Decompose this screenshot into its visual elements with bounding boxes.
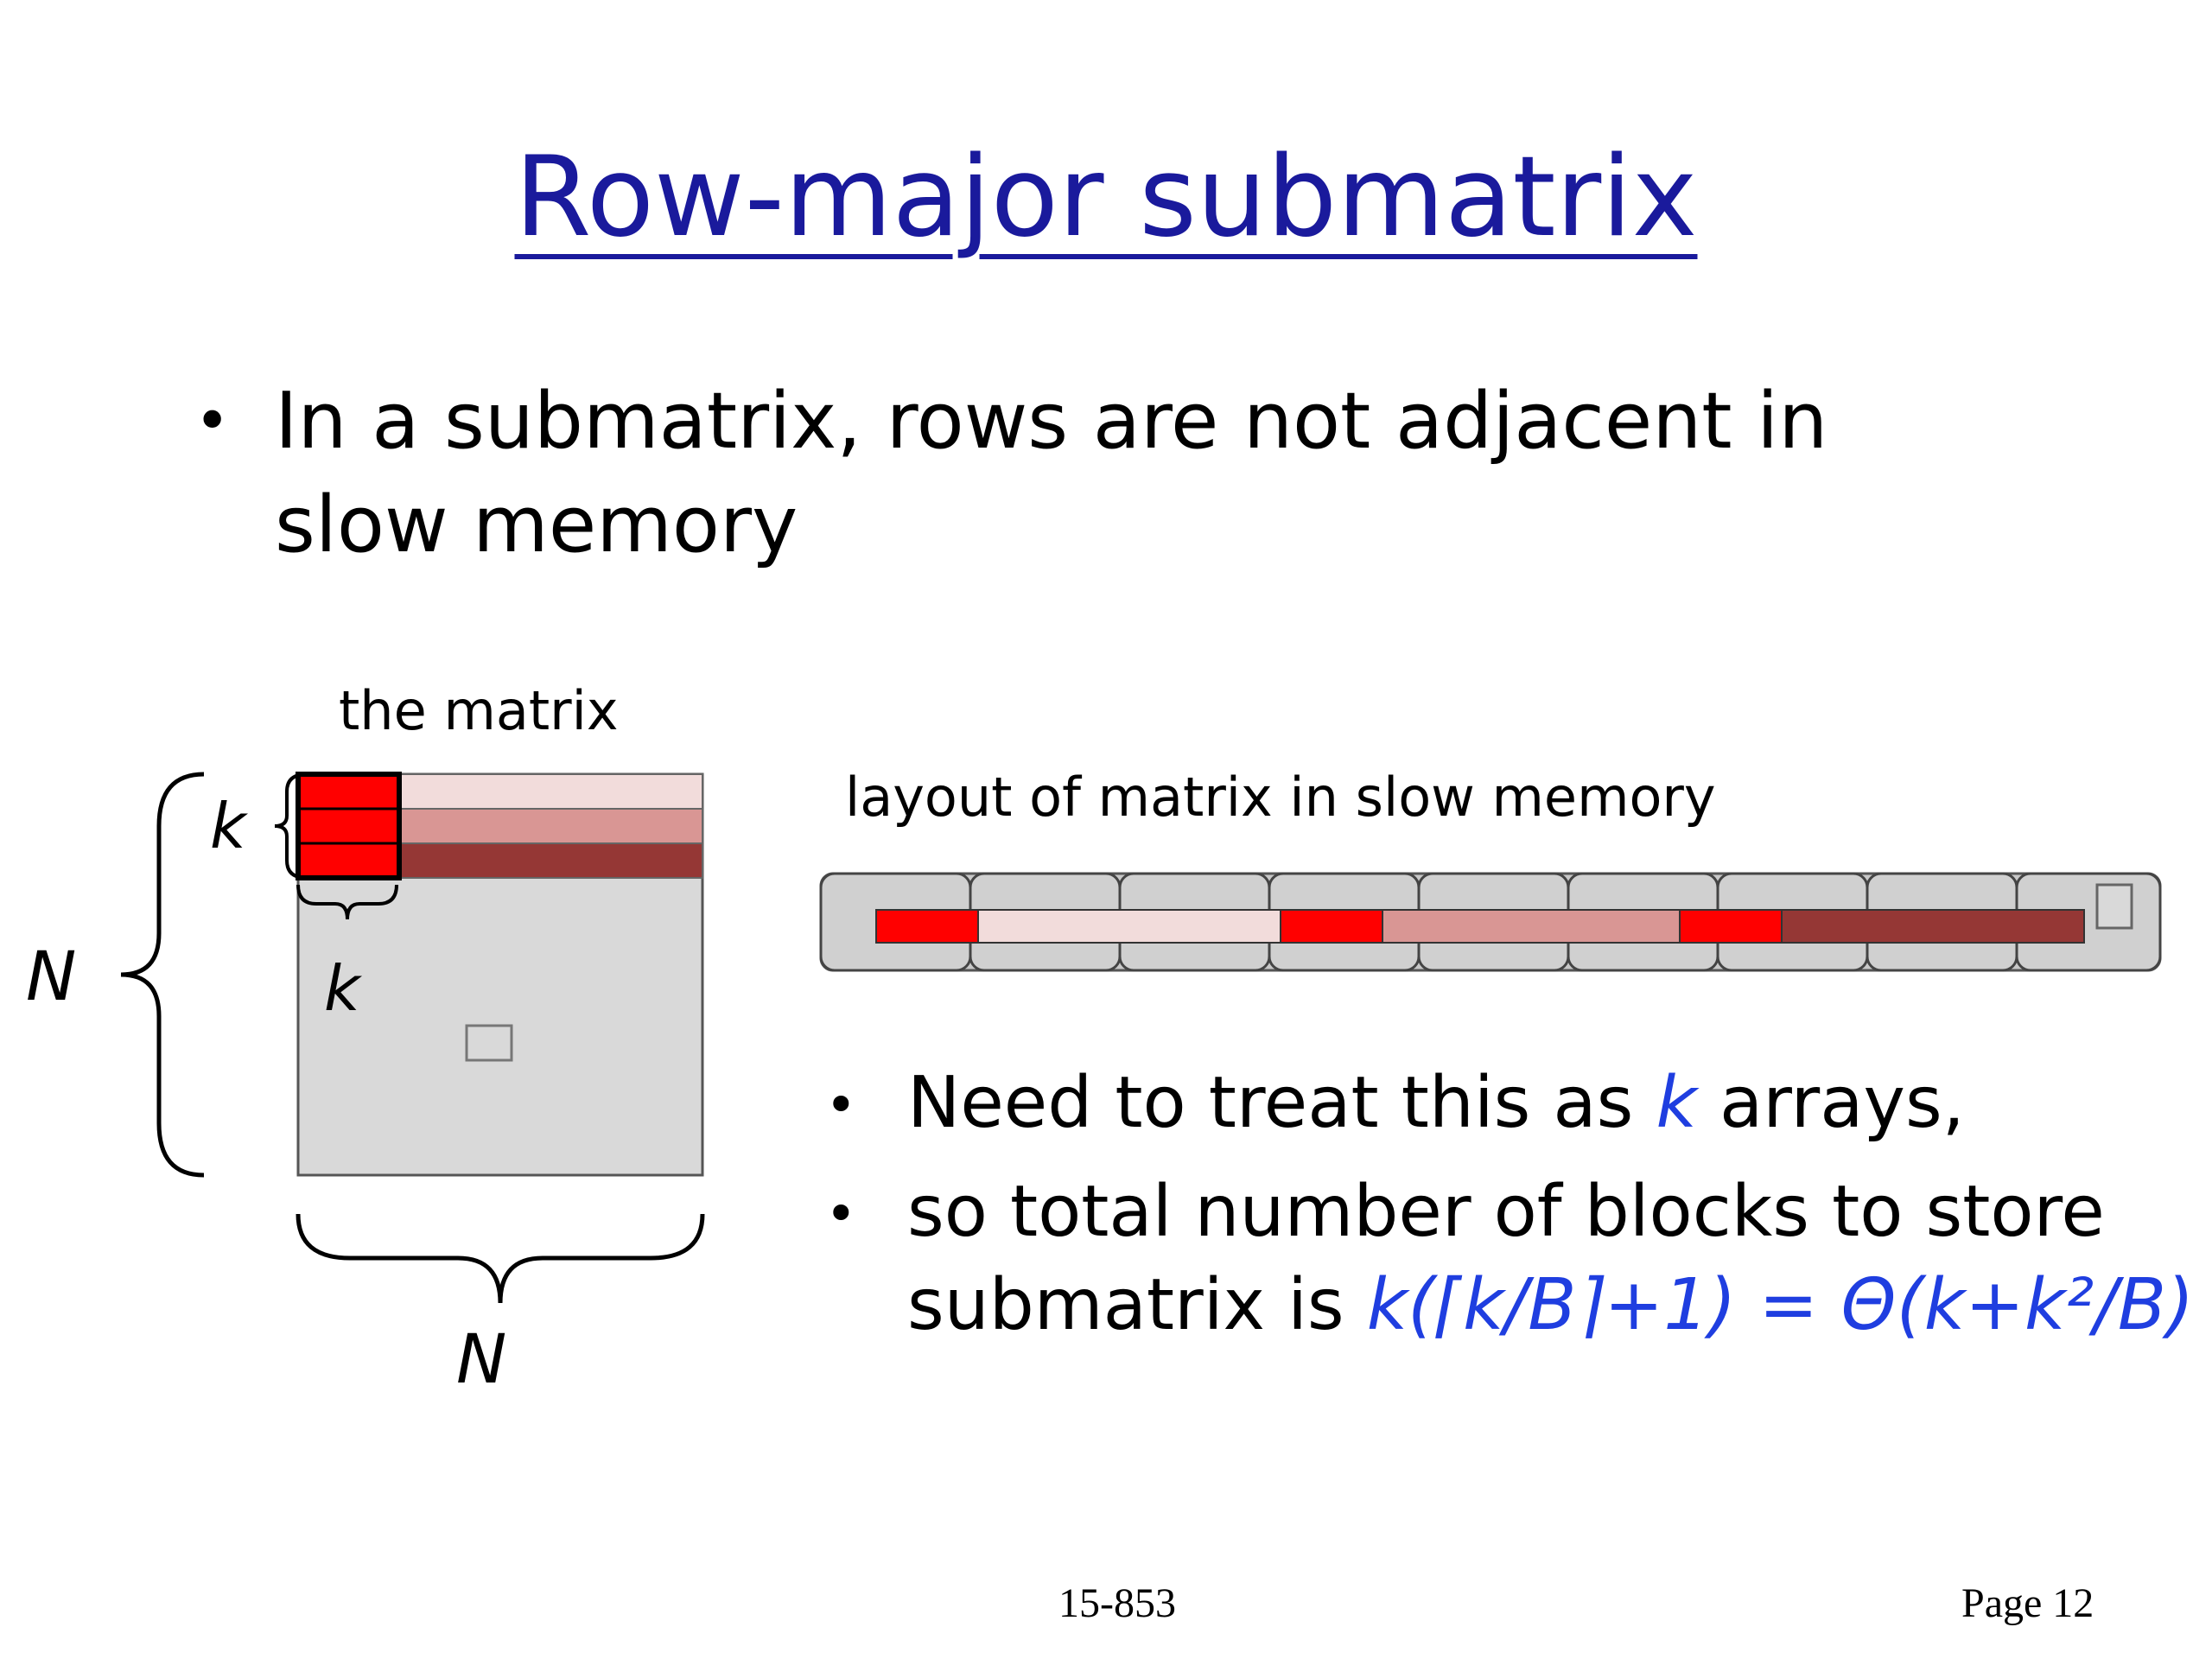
bullet-1-line-1: In a submatrix, rows are not adjacent in (275, 376, 1828, 467)
submatrix-outline (296, 772, 402, 880)
memory-row-2-rest (1382, 909, 1681, 944)
bullet-2-post: arrays, (1696, 1062, 1965, 1144)
memory-row-2-sub (1280, 909, 1383, 944)
footer-course: 15-853 (1058, 1580, 1176, 1626)
submatrix-cell-1 (296, 772, 401, 810)
memory-row-1-sub (875, 909, 979, 944)
k-label-side: k (210, 790, 246, 862)
bullet-3-line-1: so total number of blocks to store (907, 1171, 2105, 1253)
bullet-3-formula: k(⌈k/B⌉+1) = Θ(k+k²/B) (1366, 1264, 2195, 1346)
bullet-marker: • (194, 385, 231, 456)
N-brace-left (120, 772, 205, 1178)
N-brace-bottom (296, 1213, 705, 1304)
matrix-small-cell (465, 1024, 513, 1062)
memory-row-3-sub (1679, 909, 1783, 944)
bullet-marker: • (825, 1182, 857, 1245)
bullet-2: Need to treat this as k arrays, (907, 1057, 1965, 1150)
N-label-left: N (26, 938, 77, 1016)
bullet-3-pre: submatrix is (907, 1264, 1367, 1346)
memory-row-3-rest (1781, 909, 2085, 944)
bullet-2-pre: Need to treat this as (907, 1062, 1656, 1144)
k-brace-left (274, 772, 308, 880)
N-label-bottom: N (456, 1321, 507, 1399)
slide-title: Row-major submatrix (514, 133, 1698, 262)
layout-caption: layout of matrix in slow memory (845, 766, 1716, 829)
memory-small-cell (2095, 883, 2133, 930)
footer-page: Page 12 (1961, 1580, 2094, 1626)
bullet-marker: • (825, 1073, 857, 1136)
bullet-1-line-2: slow memory (275, 480, 798, 570)
bullet-1: In a submatrix, rows are not adjacent in… (275, 370, 2046, 577)
bullet-3-line-2: submatrix is k(⌈k/B⌉+1) = Θ(k+k²/B) (907, 1259, 2194, 1352)
k-brace-bottom (296, 884, 398, 920)
submatrix-cell-2 (296, 807, 401, 845)
matrix-caption: the matrix (339, 679, 619, 742)
k-label-bottom: k (324, 952, 360, 1025)
memory-row-1-rest (977, 909, 1281, 944)
bullet-2-var: k (1656, 1062, 1697, 1144)
bullet-3: so total number of blocks to store subma… (907, 1166, 2194, 1352)
submatrix-cell-3 (296, 842, 401, 880)
